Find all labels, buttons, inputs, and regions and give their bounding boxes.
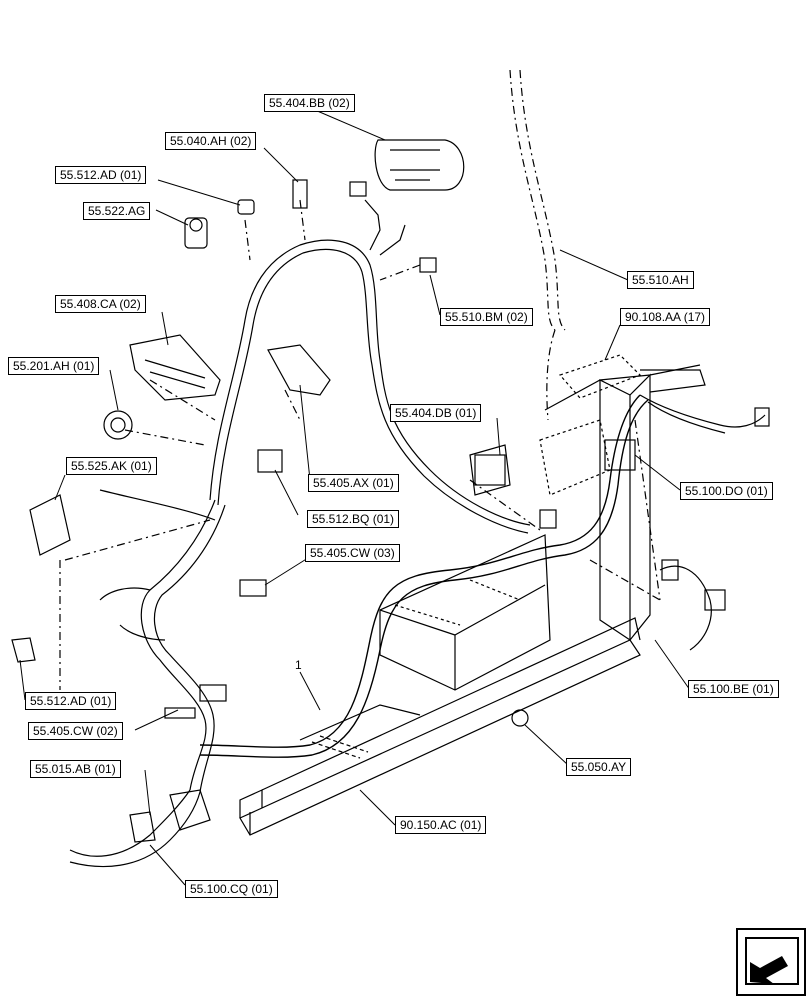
callout-55-512-ad-01-bottom[interactable]: 55.512.AD (01) xyxy=(25,692,117,710)
callout-55-100-cq-01[interactable]: 55.100.CQ (01) xyxy=(185,880,278,898)
callout-55-510-bm-02[interactable]: 55.510.BM (02) xyxy=(440,308,533,326)
main-harness xyxy=(199,394,649,758)
callout-90-108-aa-17[interactable]: 90.108.AA (17) xyxy=(620,308,711,326)
callout-55-405-ax-01[interactable]: 55.405.AX (01) xyxy=(308,474,399,492)
callout-55-404-db-01[interactable]: 55.404.DB (01) xyxy=(390,404,482,422)
callout-55-100-do-01[interactable]: 55.100.DO (01) xyxy=(680,482,773,500)
lower-left-harness xyxy=(69,489,226,868)
callout-55-512-bq-01[interactable]: 55.512.BQ (01) xyxy=(307,510,400,528)
callout-55-510-ah[interactable]: 55.510.AH xyxy=(627,271,694,289)
upper-harness xyxy=(209,199,531,534)
callout-55-405-cw-02[interactable]: 55.405.CW (02) xyxy=(28,722,123,740)
callout-55-201-ah-01[interactable]: 55.201.AH (01) xyxy=(8,357,100,375)
callout-55-040-ah-02[interactable]: 55.040.AH (02) xyxy=(165,132,257,150)
frame-rail xyxy=(239,364,701,836)
callout-55-050-ay[interactable]: 55.050.AY xyxy=(566,758,632,776)
connectors xyxy=(11,139,770,843)
dashed-leaders xyxy=(59,69,661,690)
callout-55-405-cw-03[interactable]: 55.405.CW (03) xyxy=(305,544,400,562)
battery-box xyxy=(379,534,551,691)
leader-lines xyxy=(19,109,691,886)
arrow-navigation-icon xyxy=(745,937,799,985)
callout-55-522-ag[interactable]: 55.522.AG xyxy=(83,202,151,220)
callout-55-100-be-01[interactable]: 55.100.BE (01) xyxy=(688,680,779,698)
callout-55-404-bb-02[interactable]: 55.404.BB (02) xyxy=(264,94,355,112)
callout-55-525-ak-01[interactable]: 55.525.AK (01) xyxy=(66,457,157,475)
right-harness xyxy=(639,394,766,651)
callout-55-408-ca-02[interactable]: 55.408.CA (02) xyxy=(55,295,146,313)
callout-55-512-ad-01-top[interactable]: 55.512.AD (01) xyxy=(55,166,147,184)
callout-90-150-ac-01[interactable]: 90.150.AC (01) xyxy=(395,816,487,834)
callout-55-015-ab-01[interactable]: 55.015.AB (01) xyxy=(30,760,121,778)
item-number-label: 1 xyxy=(295,658,302,672)
nav-arrow-button[interactable] xyxy=(736,928,806,996)
